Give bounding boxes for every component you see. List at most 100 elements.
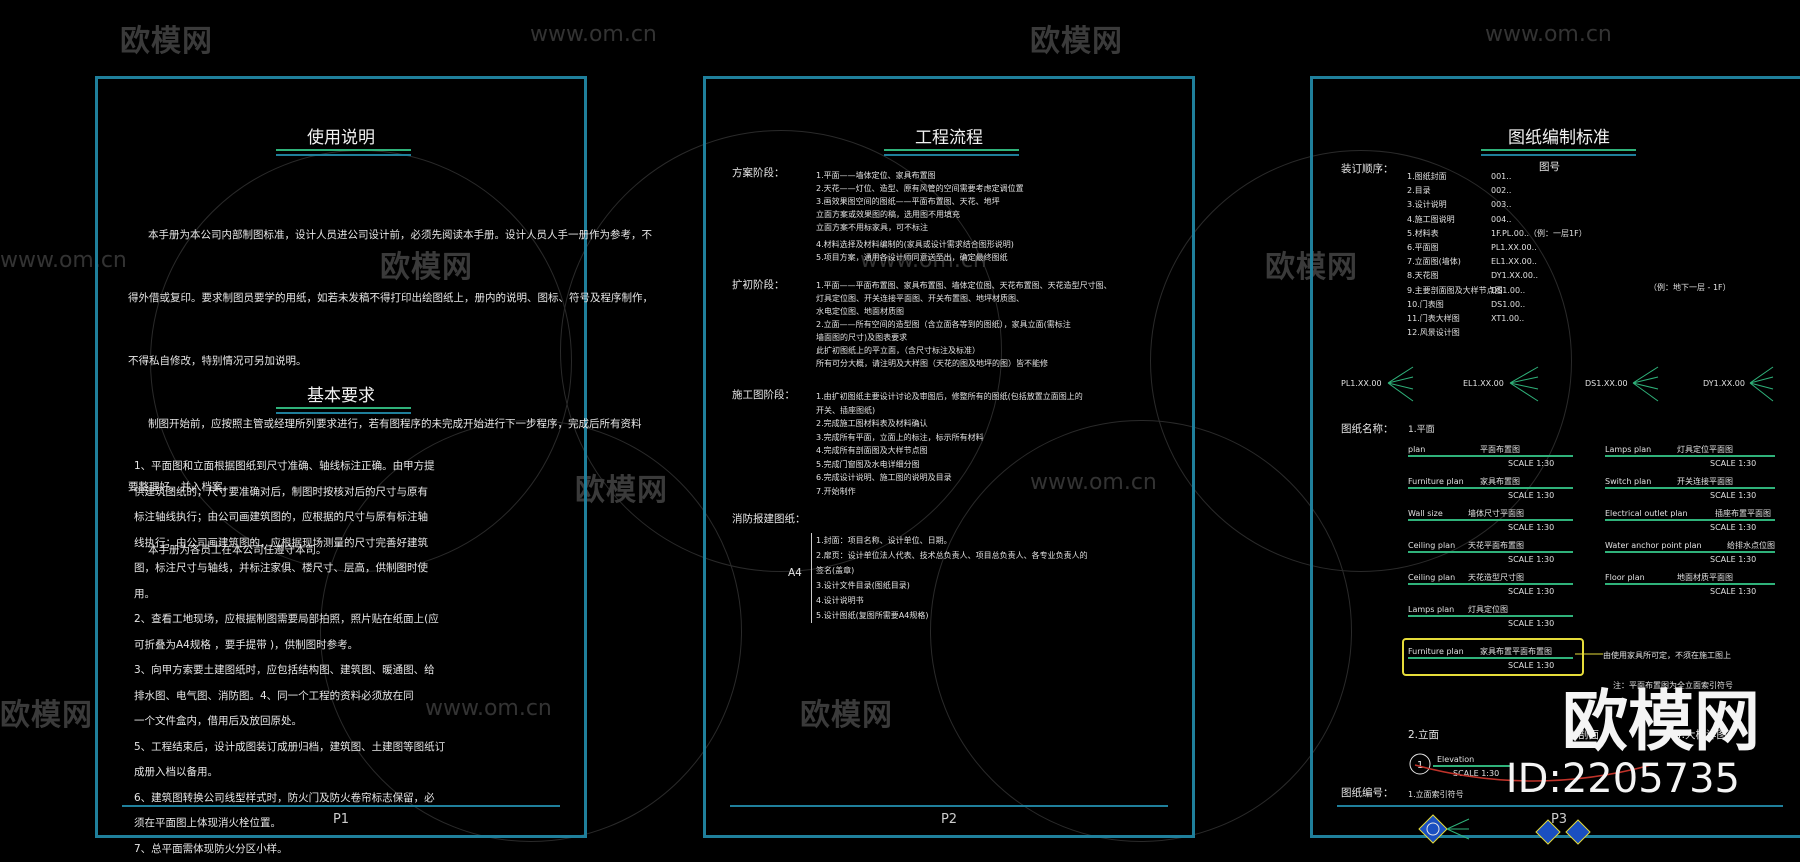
highlight-box (1402, 638, 1584, 676)
plan-cn: 给排水点位图 (1727, 541, 1775, 550)
plan-underline (1605, 519, 1775, 521)
page-title: 使用说明 (307, 128, 375, 148)
title-underline (884, 154, 1019, 156)
requirements-list: 1、平面图和立面根据图纸到尺寸准确、轴线标注正确。由甲方提 供建筑图纸的，尺寸要… (134, 460, 446, 855)
plan-scale: SCALE 1:30 (1508, 555, 1555, 564)
plan-en: Electrical outlet plan (1605, 509, 1688, 518)
code-tree-branches (1387, 366, 1774, 402)
watermark-id: ID:2205735 (1505, 756, 1740, 802)
stage-lines: 1.平面——平面布置图、家具布置图、墙体定位图、天花布置图、天花造型尺寸图、 灯… (816, 281, 1112, 368)
plan-underline (1605, 487, 1775, 489)
plan-en: Furniture plan (1408, 647, 1464, 656)
order-note: （例：地下一层 - 1F） (1649, 283, 1731, 292)
stage-label: 施工图阶段： (732, 389, 795, 401)
watermark-url: www.om.cn (530, 22, 657, 47)
plan-underline (1408, 615, 1573, 617)
plan-underline (1408, 583, 1573, 585)
title-underline (884, 149, 1019, 151)
watermark-url: www.om.cn (1485, 22, 1612, 47)
plan-en: Ceiling plan (1408, 541, 1456, 550)
plan-underline (1408, 519, 1573, 521)
watermark-url: www.om.cn (425, 696, 552, 721)
stage-label: 消防报建图纸： (732, 513, 806, 525)
plan-en: Ceiling plan (1408, 573, 1456, 582)
plan-scale: SCALE 1:30 (1508, 491, 1555, 500)
note-text: 注：平面布置图为全立面索引符号 (1613, 681, 1733, 690)
page-p1: 使用说明 本手册为本公司内部制图标准，设计人员进公司设计前，必须先阅读本手册。设… (95, 76, 653, 855)
sub-heading: 1.立面索引符号 (1408, 790, 1464, 799)
stage-lines: 1.封面：项目名称、设计单位、日期。2.扉页：设计单位法人代表、技术总负责人、项… (811, 533, 1088, 623)
code-tree: PL1.XX.00 (1341, 379, 1382, 388)
bg-circle (930, 420, 1352, 842)
plan-cn: 灯具定位图 (1468, 605, 1508, 614)
title-underline (276, 154, 411, 156)
plan-underline (1408, 487, 1573, 489)
plan-scale: SCALE 1:30 (1710, 587, 1757, 596)
plan-en: plan (1408, 445, 1426, 454)
plan-cn: 地面材质平面图 (1677, 573, 1733, 582)
plan-en: Switch plan (1605, 477, 1652, 486)
title-underline (1481, 149, 1636, 151)
watermark-logo: 欧模网 (0, 698, 93, 733)
sub-heading: 4.大样详图 (1675, 729, 1728, 741)
plan-en: Lamps plan (1408, 605, 1455, 614)
sub-heading: 1.平面 (1408, 425, 1435, 435)
plan-en: Wall size (1408, 509, 1443, 518)
code-tree: DY1.XX.00 (1703, 379, 1745, 388)
page-title: 工程流程 (915, 128, 983, 148)
note-arrow (1575, 653, 1603, 655)
plan-scale: SCALE 1:30 (1508, 619, 1555, 628)
plan-cn: 灯具定位平面图 (1677, 445, 1733, 454)
plan-underline (1408, 455, 1573, 457)
plan-scale: SCALE 1:30 (1508, 661, 1555, 670)
note-text: 由使用家具所可定，不须在施工图上 (1603, 651, 1731, 660)
title-underline (276, 407, 411, 409)
drawing-name-label: 图纸名称： (1341, 423, 1394, 435)
page-number: P2 (940, 812, 958, 827)
watermark-url: www.om.cn (860, 248, 987, 273)
elevation-scale: SCALE 1:30 (1453, 769, 1500, 778)
plan-en: Furniture plan (1408, 477, 1464, 486)
plan-scale: SCALE 1:30 (1508, 587, 1555, 596)
code-tree: EL1.XX.00 (1463, 379, 1504, 388)
elevation-symbol: 1 (1409, 753, 1431, 775)
col-header: 图号 (1539, 161, 1560, 173)
plan-scale: SCALE 1:30 (1710, 523, 1757, 532)
plan-cn: 插座布置平面图 (1715, 509, 1771, 518)
bg-circle (560, 130, 1002, 572)
order-label: 装订顺序： (1341, 163, 1394, 175)
plan-en: Lamps plan (1605, 445, 1652, 454)
plan-cn: 家具布置平面布置图 (1480, 647, 1552, 656)
footer-line (1337, 805, 1783, 807)
footer-line (122, 805, 560, 807)
plan-cn: 开关连接平面图 (1677, 477, 1733, 486)
page-number: P1 (332, 812, 350, 827)
footer-line (730, 805, 1168, 807)
watermark-logo: 欧模网 (380, 250, 473, 285)
order-codes: 001..002..003..004..1F.PL.00..（例：一层1F）PL… (1491, 172, 1587, 324)
stage-label: 方案阶段： (732, 167, 785, 179)
section-title: 基本要求 (307, 386, 375, 406)
page-number: P3 (1550, 812, 1568, 827)
watermark-logo: 欧模网 (800, 698, 893, 733)
title-underline (276, 149, 411, 151)
title-underline (1481, 154, 1636, 156)
plan-underline (1408, 551, 1573, 553)
watermark-logo: 欧模网 (1030, 24, 1123, 59)
page-title: 图纸编制标准 (1508, 128, 1610, 148)
plan-scale: SCALE 1:30 (1508, 459, 1555, 468)
sub-heading: 2.立面 (1408, 729, 1440, 741)
sub-heading: 3.剖面 (1568, 729, 1600, 741)
plan-en: Floor plan (1605, 573, 1645, 582)
plan-cn: 墙体尺寸平面图 (1468, 509, 1524, 518)
plan-underline (1605, 455, 1775, 457)
plan-cn: 天花造型尺寸图 (1468, 573, 1524, 582)
watermark-url: www.om.cn (1030, 470, 1157, 495)
index-symbol (1535, 819, 1591, 845)
watermark-logo: 欧模网 (575, 473, 668, 508)
a4-label: A4 (788, 567, 802, 579)
stage-label: 扩初阶段： (732, 279, 785, 291)
